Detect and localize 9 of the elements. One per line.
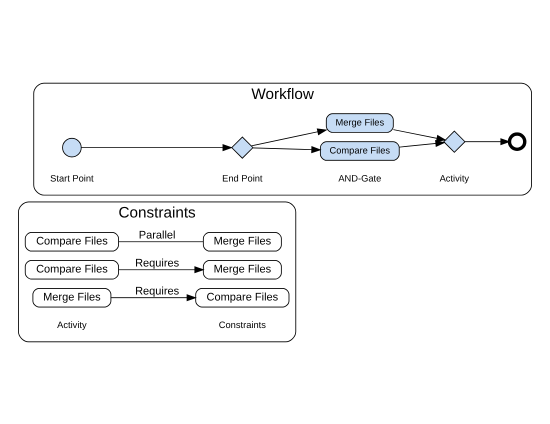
edge-label: Parallel	[138, 229, 176, 242]
legend-label: Activity	[57, 320, 87, 330]
legend-label: Start Point	[50, 172, 94, 183]
legend-label: Activity	[440, 172, 470, 183]
edge-label: Requires	[135, 257, 180, 270]
legend-label: AND-Gate	[338, 172, 382, 183]
legend-label: Constraints	[218, 320, 266, 330]
legend-label: End Point	[222, 172, 263, 183]
edge-label: Requires	[135, 285, 180, 298]
